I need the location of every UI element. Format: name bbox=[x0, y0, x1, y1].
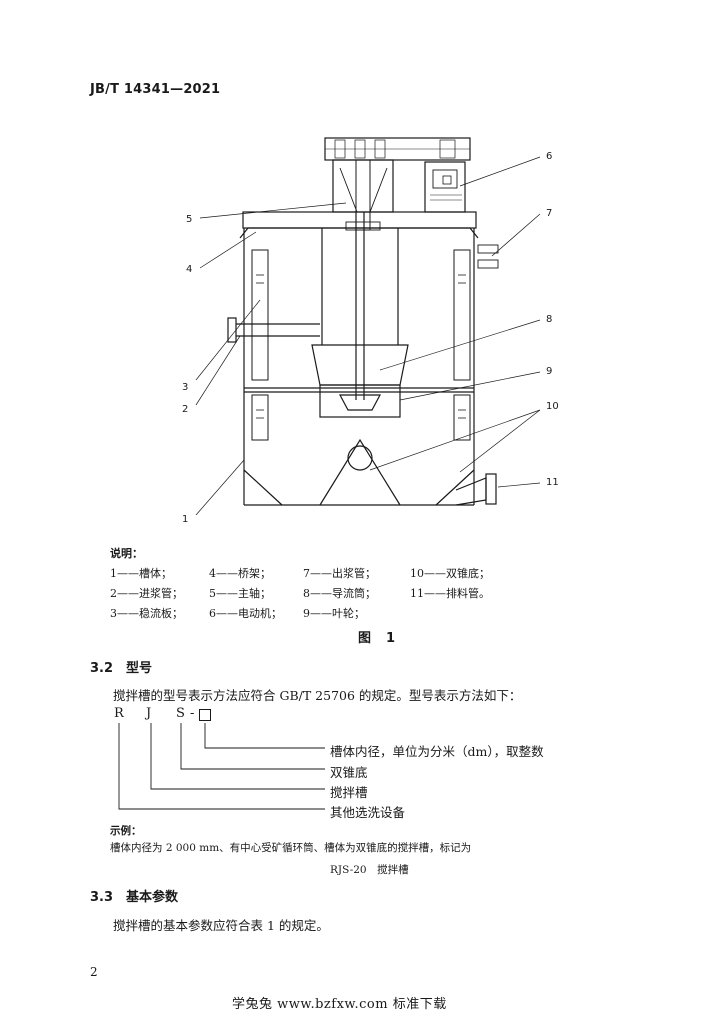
legend-item: 4——桥架； bbox=[209, 567, 271, 580]
code-desc-other-equipment: 其他选洗设备 bbox=[330, 805, 406, 820]
callout-4: 4 bbox=[186, 264, 192, 275]
legend-item: 5——主轴； bbox=[209, 587, 271, 600]
code-desc-agitator: 搅拌槽 bbox=[330, 785, 368, 800]
legend-item: 8——导流筒； bbox=[303, 587, 376, 600]
callout-11: 11 bbox=[546, 477, 559, 488]
callout-1: 1 bbox=[182, 514, 188, 525]
model-code-leader-lines bbox=[118, 723, 325, 810]
page-number: 2 bbox=[90, 965, 98, 979]
legend-item: 2——进浆管； bbox=[110, 587, 183, 600]
code-dash: - bbox=[190, 706, 195, 721]
callout-9: 9 bbox=[546, 366, 552, 377]
section-3-2-intro: 搅拌槽的型号表示方法应符合 GB/T 25706 的规定。型号表示方法如下： bbox=[113, 688, 522, 703]
section-3-3-text: 搅拌槽的基本参数应符合表 1 的规定。 bbox=[113, 918, 329, 933]
code-placeholder-box bbox=[199, 709, 211, 721]
legend-item: 6——电动机； bbox=[209, 607, 282, 620]
code-desc-inner-diameter: 槽体内径，单位为分米（dm），取整数 bbox=[330, 744, 544, 759]
legend-item: 11——排料管。 bbox=[410, 587, 490, 600]
legend-item: 10——双锥底； bbox=[410, 567, 490, 580]
example-mark: RJS-20 搅拌槽 bbox=[330, 864, 409, 876]
callout-7: 7 bbox=[546, 208, 552, 219]
example-label: 示例： bbox=[110, 825, 142, 837]
code-letter-j: J bbox=[146, 706, 152, 721]
callout-5: 5 bbox=[186, 214, 192, 225]
legend-title: 说明： bbox=[110, 547, 143, 560]
code-letter-r: R bbox=[114, 706, 124, 721]
legend-item: 1——槽体； bbox=[110, 567, 172, 580]
legend-item: 9——叶轮； bbox=[303, 607, 365, 620]
callout-3: 3 bbox=[182, 382, 188, 393]
document-number: JB/T 14341—2021 bbox=[90, 82, 221, 97]
example-text: 槽体内径为 2 000 mm、有中心受矿循环筒、槽体为双锥底的搅拌槽，标记为 bbox=[110, 842, 472, 854]
legend-item: 3——稳流板； bbox=[110, 607, 183, 620]
callout-10: 10 bbox=[546, 401, 559, 412]
callout-2: 2 bbox=[182, 404, 188, 415]
figure-caption: 图 1 bbox=[358, 631, 397, 646]
code-letter-s: S bbox=[176, 706, 185, 721]
footer-watermark: 学兔兔 www.bzfxw.com 标准下载 bbox=[232, 997, 447, 1012]
agitator-tank-drawing: 5 4 3 2 1 6 7 8 9 10 11 bbox=[182, 137, 559, 525]
callout-8: 8 bbox=[546, 314, 552, 325]
code-desc-double-cone: 双锥底 bbox=[330, 765, 368, 780]
callout-6: 6 bbox=[546, 151, 552, 162]
section-3-3-heading: 3.3 基本参数 bbox=[90, 890, 179, 905]
legend-item: 7——出浆管； bbox=[303, 567, 376, 580]
section-3-2-heading: 3.2 型号 bbox=[90, 661, 153, 676]
